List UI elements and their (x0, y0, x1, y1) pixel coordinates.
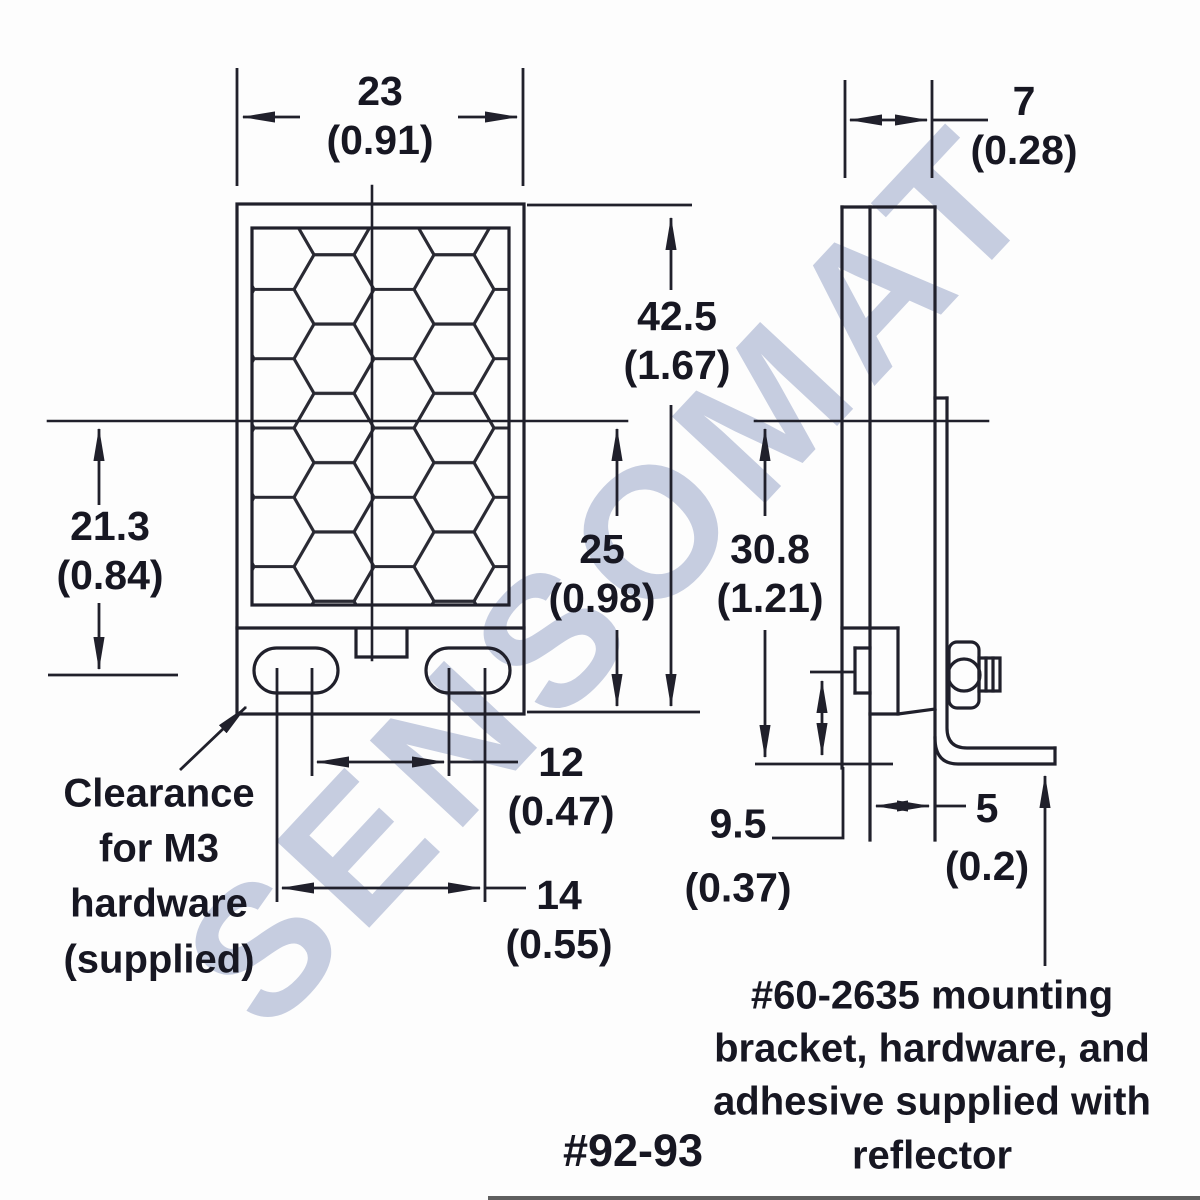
leader-arrows (179, 705, 1051, 966)
dim-height-mm: 42.5 (637, 292, 717, 339)
front-view (235, 202, 526, 716)
bracket-inner-edge (945, 396, 1057, 750)
dim-bracket-height-inch: (1.21) (716, 575, 824, 621)
scan-edge-artifact (488, 1196, 1200, 1200)
dim-foot-offset-label: 5 (0.2) (945, 779, 1029, 895)
dim-slot-pitch-inner-inch: (0.47) (507, 788, 615, 834)
dim-height-label: 42.5 (1.67) (623, 292, 730, 390)
dim-foot-offset-inch: (0.2) (944, 843, 1030, 889)
dim-boss-to-foot-mm: 9.5 (709, 800, 767, 847)
left-mounting-slot (252, 646, 340, 695)
dim-bracket-height-30-8 (755, 427, 893, 766)
part-number: #92-93 (562, 1125, 704, 1176)
dim-depth-inch: (0.28) (970, 127, 1078, 173)
dim-center-to-slot-inch: (0.84) (56, 552, 164, 598)
dim-slot-pitch-outer-inch: (0.55) (505, 921, 613, 967)
bracket-note-line: #60-2635 mounting (750, 973, 1114, 1018)
bracket-note-line: reflector (851, 1133, 1013, 1178)
dim-depth-mm: 7 (1012, 77, 1036, 124)
dim-slot-pitch-inner-mm: 12 (538, 738, 584, 785)
base-boss-bottom (868, 707, 937, 716)
dim-center-to-bottom-inch: (0.98) (548, 575, 656, 621)
dim-height-42-5 (527, 203, 700, 714)
bolt-shank (977, 656, 1002, 693)
dim-bracket-height-label: 30.8 (1.21) (716, 525, 823, 623)
center-notch (354, 627, 409, 659)
side-view (810, 205, 1057, 842)
dim-slot-pitch-inner-label: 12 (0.47) (507, 738, 614, 836)
dim-width-label: 23 (0.91) (326, 67, 433, 165)
reflective-honeycomb-area (250, 226, 511, 607)
dim-depth-label: 7 (0.28) (970, 77, 1077, 175)
dim-width-inch: (0.91) (326, 117, 434, 163)
dim-slot-pitch-outer-label: 14 (0.55) (505, 871, 612, 969)
reflector-outline (235, 202, 526, 716)
bolt-head-facet (946, 657, 982, 693)
clearance-note: Clearance for M3 hardware (supplied) (63, 767, 254, 988)
dim-boss-to-foot-label: 9.5 (0.37) (684, 792, 791, 919)
bolt-head (947, 640, 981, 710)
dim-slot-pitch-outer-mm: 14 (536, 871, 582, 918)
dim-foot-offset-mm: 5 (975, 784, 999, 831)
dim-bracket-height-mm: 30.8 (730, 525, 810, 572)
mounting-bolt (946, 640, 1002, 710)
dim-depth-7 (843, 80, 988, 178)
bracket-note-line: bracket, hardware, and (714, 1026, 1150, 1071)
dim-width-mm: 23 (357, 67, 403, 114)
centerlines (46, 184, 990, 662)
bracket-outer-edge (933, 736, 1057, 766)
dim-height-inch: (1.67) (623, 342, 731, 388)
clearance-note-line: hardware (70, 882, 248, 926)
dim-slot-pitch-outer-14 (275, 668, 526, 902)
clearance-note-line: for M3 (98, 826, 219, 871)
bracket-note-line: adhesive supplied with (713, 1080, 1151, 1124)
dim-center-to-bottom-mm: 25 (579, 525, 625, 572)
dim-center-to-slot-label: 21.3 (0.84) (56, 502, 163, 600)
dim-center-to-bottom-label: 25 (0.98) (548, 525, 655, 623)
dim-center-to-slot-mm: 21.3 (70, 502, 150, 549)
clearance-leader-arrow (179, 705, 248, 772)
dim-width-23 (235, 68, 525, 186)
clearance-note-line: (supplied) (63, 937, 255, 982)
clearance-note-line: Clearance (63, 771, 255, 816)
right-mounting-slot (424, 646, 512, 695)
dim-boss-to-foot-9-5 (772, 679, 845, 840)
dim-slot-pitch-inner-12 (310, 668, 518, 776)
dim-center-to-slot-21-3 (48, 427, 178, 677)
dim-boss-to-foot-inch: (0.37) (684, 864, 792, 910)
bracket-note: #60-2635 mounting bracket, hardware, and… (713, 970, 1151, 1183)
